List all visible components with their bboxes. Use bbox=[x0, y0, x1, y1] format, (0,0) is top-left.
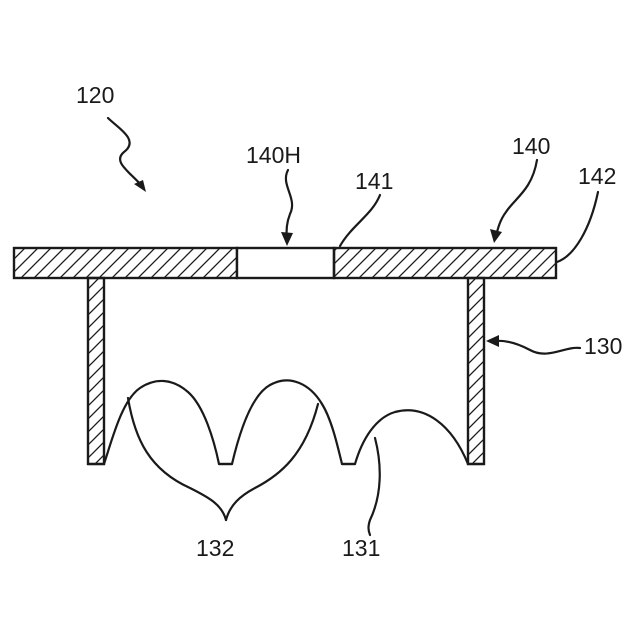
label-132: 132 bbox=[196, 535, 234, 561]
leader-140H bbox=[281, 170, 293, 246]
cover-plate-right-section bbox=[334, 248, 556, 278]
cover-plate-left-section bbox=[14, 248, 237, 278]
leader-141 bbox=[340, 195, 380, 246]
leader-142 bbox=[557, 192, 598, 262]
arrowhead-icon bbox=[486, 335, 499, 347]
label-120: 120 bbox=[76, 82, 114, 108]
arrowhead-icon bbox=[281, 232, 293, 246]
cover-hole bbox=[237, 248, 334, 278]
label-141: 141 bbox=[355, 168, 393, 194]
leader-130 bbox=[486, 335, 580, 354]
side-wall-right bbox=[468, 278, 484, 464]
bottom-edge-curve bbox=[104, 380, 468, 464]
leader-131 bbox=[369, 438, 380, 535]
label-140H: 140H bbox=[246, 142, 301, 168]
leader-140 bbox=[490, 160, 537, 243]
leader-120 bbox=[108, 118, 146, 192]
arrowhead-icon bbox=[134, 180, 146, 192]
label-131: 131 bbox=[342, 535, 380, 561]
arrowhead-icon bbox=[490, 229, 502, 243]
cover-plate bbox=[14, 248, 556, 278]
label-130: 130 bbox=[584, 333, 622, 359]
leader-132 bbox=[128, 398, 318, 520]
side-wall bbox=[88, 278, 484, 464]
side-wall-left bbox=[88, 278, 104, 464]
label-140: 140 bbox=[512, 133, 550, 159]
label-142: 142 bbox=[578, 163, 616, 189]
